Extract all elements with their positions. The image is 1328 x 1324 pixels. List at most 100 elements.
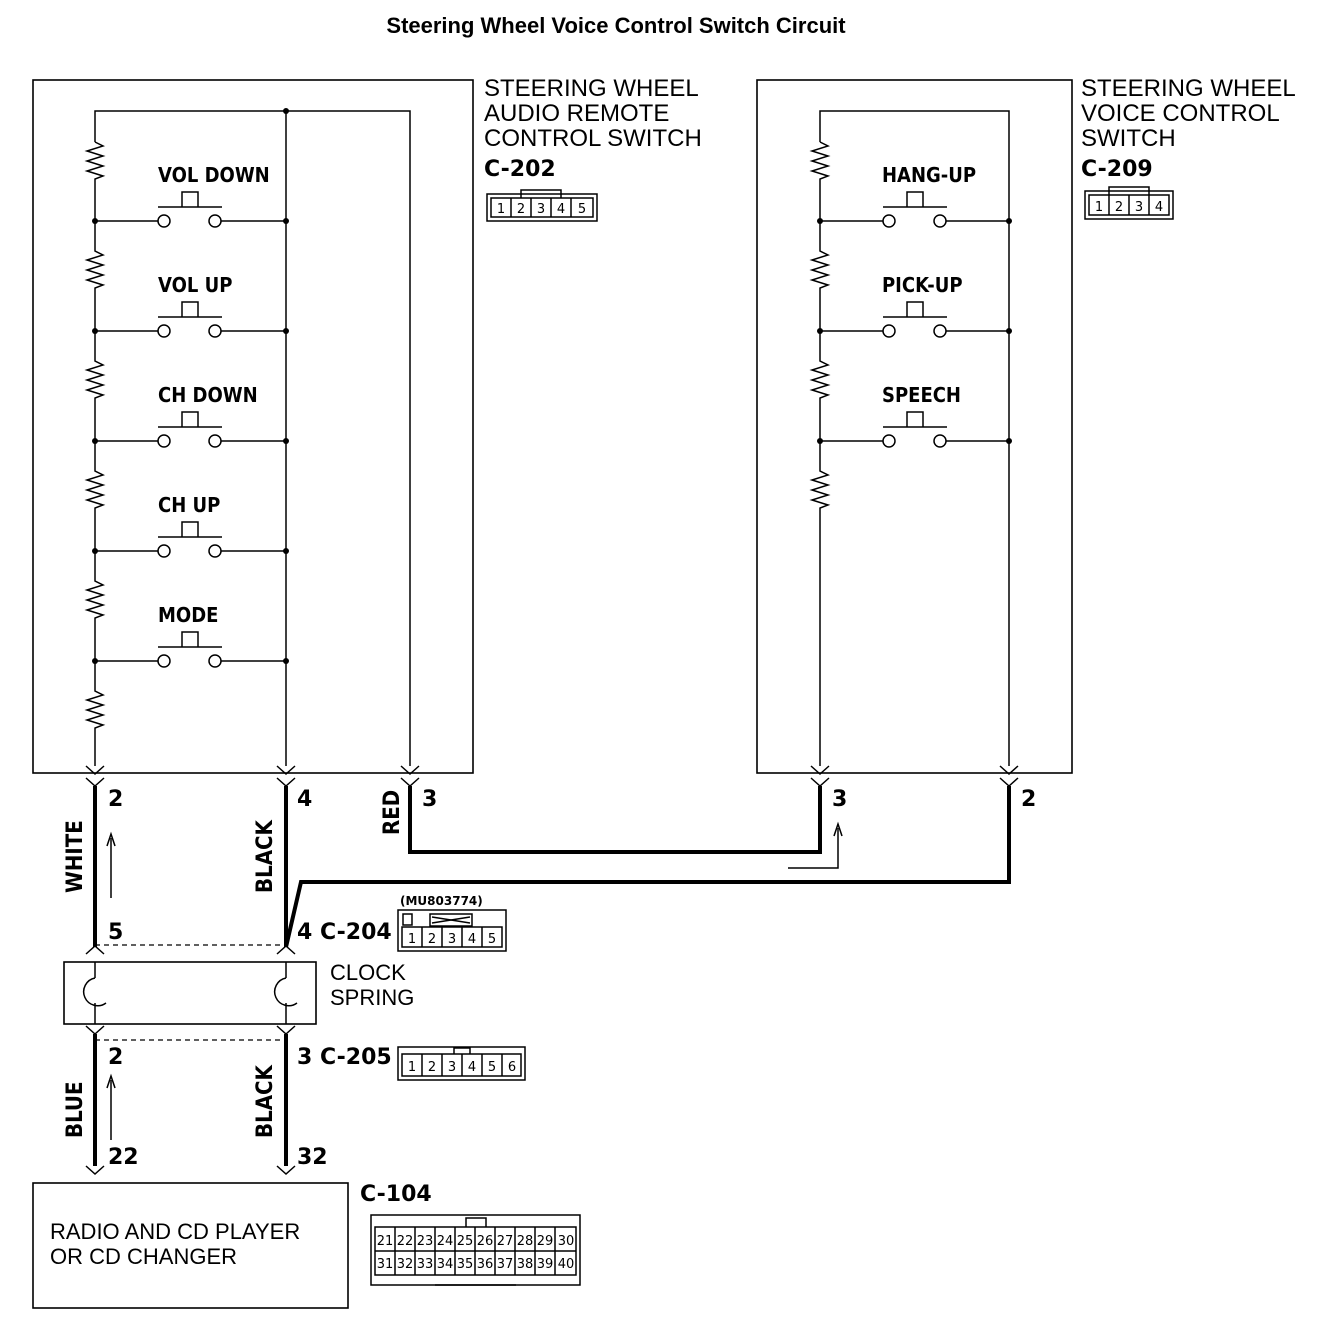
voice-switch-pin-3: 3 <box>832 787 847 812</box>
c-205-pin: 4 <box>468 1060 476 1075</box>
voice-control-switch: STEERING WHEEL VOICE CONTROL SWITCH C-20… <box>756 75 1296 812</box>
c-209-pin: 3 <box>1135 200 1143 215</box>
radio-label-line-2: OR CD CHANGER <box>50 1244 237 1269</box>
c-104-pin: 26 <box>477 1234 494 1249</box>
c-104-pin: 31 <box>377 1257 394 1272</box>
c-204-pin: 3 <box>448 932 456 947</box>
c-205-connector-id: C-205 <box>320 1045 392 1070</box>
audio-switch-pin-2: 2 <box>108 787 123 812</box>
audio-switch-label-line-1: STEERING WHEEL <box>484 75 699 102</box>
wire-white-label: WHITE <box>63 820 88 893</box>
vol-up-button: VOL UP <box>92 273 289 338</box>
c-209-pin: 2 <box>1115 200 1123 215</box>
clock-spring-lower-pin-2: 2 <box>108 1045 123 1070</box>
c-205-connector-face: 1 2 3 4 5 6 <box>397 1046 526 1081</box>
clock-spring-label-line-1: CLOCK <box>330 960 406 985</box>
c-104-pin: 34 <box>437 1257 454 1272</box>
voice-switch-connector-id: C-209 <box>1081 157 1153 182</box>
c-104-pin: 25 <box>457 1234 474 1249</box>
c-204-pin: 5 <box>488 932 496 947</box>
speech-label: SPEECH <box>882 383 961 407</box>
clock-spring-upper-pin-4: 4 <box>297 920 312 945</box>
audio-switch-label-line-2: AUDIO REMOTE <box>484 100 669 127</box>
hang-up-button: HANG-UP <box>817 163 1012 228</box>
voice-switch-pin-2: 2 <box>1021 787 1036 812</box>
c-104-pin: 37 <box>497 1257 514 1272</box>
hang-up-label: HANG-UP <box>882 163 976 187</box>
clock-spring-coil-right <box>273 962 298 1024</box>
voice-switch-resistor-ladder <box>809 141 831 766</box>
c-104-pin: 30 <box>558 1234 575 1249</box>
wire-red-label: RED <box>380 790 405 835</box>
radio-cd-unit: 22 32 RADIO AND CD PLAYER OR CD CHANGER … <box>32 1145 581 1309</box>
wire-black-upper: BLACK <box>253 786 288 947</box>
voice-switch-label-line-2: VOICE CONTROL <box>1081 100 1280 127</box>
wire-white: WHITE <box>63 786 116 947</box>
c-104-pin: 40 <box>558 1257 575 1272</box>
radio-pin-32: 32 <box>297 1145 328 1170</box>
pick-up-label: PICK-UP <box>882 273 963 297</box>
c-104-pin: 35 <box>457 1257 474 1272</box>
clock-spring-upper-pin-5: 5 <box>108 920 123 945</box>
c-104-pin: 21 <box>377 1234 394 1249</box>
radio-box <box>32 1182 349 1309</box>
diagram-title: Steering Wheel Voice Control Switch Circ… <box>386 13 846 38</box>
audio-remote-control-switch: STEERING WHEEL AUDIO REMOTE CONTROL SWIT… <box>32 75 702 812</box>
c-104-pin: 29 <box>537 1234 554 1249</box>
c-104-pin: 36 <box>477 1257 494 1272</box>
ch-up-label: CH UP <box>158 493 220 517</box>
voice-switch-label-line-3: SWITCH <box>1081 125 1176 152</box>
c-104-connector-id: C-104 <box>360 1182 432 1207</box>
c-204-pin: 1 <box>408 932 416 947</box>
clock-spring-lower-pin-3: 3 <box>297 1045 312 1070</box>
c-202-connector-face: 1 2 3 4 5 <box>486 189 598 222</box>
clock-spring: 5 4 C-204 (MU803774) 1 2 3 4 5 CLOCK SPR… <box>63 894 526 1081</box>
wire-black-lower: BLACK <box>253 1034 288 1166</box>
speech-button: SPEECH <box>817 383 1012 448</box>
audio-switch-pin-4: 4 <box>297 787 312 812</box>
radio-label-line-1: RADIO AND CD PLAYER <box>50 1219 300 1244</box>
ch-down-label: CH DOWN <box>158 383 258 407</box>
c-104-pin: 33 <box>417 1257 434 1272</box>
c-205-pin: 2 <box>428 1060 436 1075</box>
voice-switch-rails <box>819 110 1010 766</box>
c-204-part-number: (MU803774) <box>400 894 483 908</box>
c-202-pin: 5 <box>578 202 586 217</box>
pick-up-button: PICK-UP <box>817 273 1012 338</box>
audio-switch-top-rail <box>94 110 411 766</box>
c-205-pin: 5 <box>488 1060 496 1075</box>
vol-up-label: VOL UP <box>158 273 232 297</box>
radio-pin-22: 22 <box>108 1145 139 1170</box>
mode-button: MODE <box>92 603 289 668</box>
c-104-pin: 32 <box>397 1257 414 1272</box>
c-104-pin: 24 <box>437 1234 454 1249</box>
c-204-pin: 4 <box>468 932 476 947</box>
c-204-connector-id: C-204 <box>320 920 392 945</box>
wire-black-lower-label: BLACK <box>253 1064 278 1138</box>
c-104-pin: 22 <box>397 1234 414 1249</box>
c-205-pin: 6 <box>508 1060 516 1075</box>
mode-label: MODE <box>158 603 218 627</box>
c-205-pin: 1 <box>408 1060 416 1075</box>
c-204-pin: 2 <box>428 932 436 947</box>
wire-blue-label: BLUE <box>63 1081 88 1138</box>
c-205-pin: 3 <box>448 1060 456 1075</box>
ch-down-button: CH DOWN <box>92 383 289 448</box>
voice-switch-label-line-1: STEERING WHEEL <box>1081 75 1296 102</box>
c-202-pin: 3 <box>537 202 545 217</box>
c-209-pin: 4 <box>1155 200 1163 215</box>
clock-spring-box <box>63 961 317 1025</box>
voice-switch-box <box>756 79 1073 774</box>
c-104-pin: 39 <box>537 1257 554 1272</box>
wire-blue: BLUE <box>63 1034 116 1166</box>
vol-down-button: VOL DOWN <box>92 163 289 228</box>
wire-voice-pin-2-to-clock-spring <box>284 786 1011 948</box>
c-104-pin: 28 <box>517 1234 534 1249</box>
audio-switch-label-line-3: CONTROL SWITCH <box>484 125 702 152</box>
c-209-connector-face: 1 2 3 4 <box>1084 186 1174 220</box>
c-202-pin: 4 <box>557 202 565 217</box>
clock-spring-coil-left <box>82 962 107 1024</box>
vol-down-label: VOL DOWN <box>158 163 270 187</box>
c-104-connector-face: 21 22 23 24 25 26 27 28 29 30 31 32 33 3… <box>370 1214 581 1286</box>
